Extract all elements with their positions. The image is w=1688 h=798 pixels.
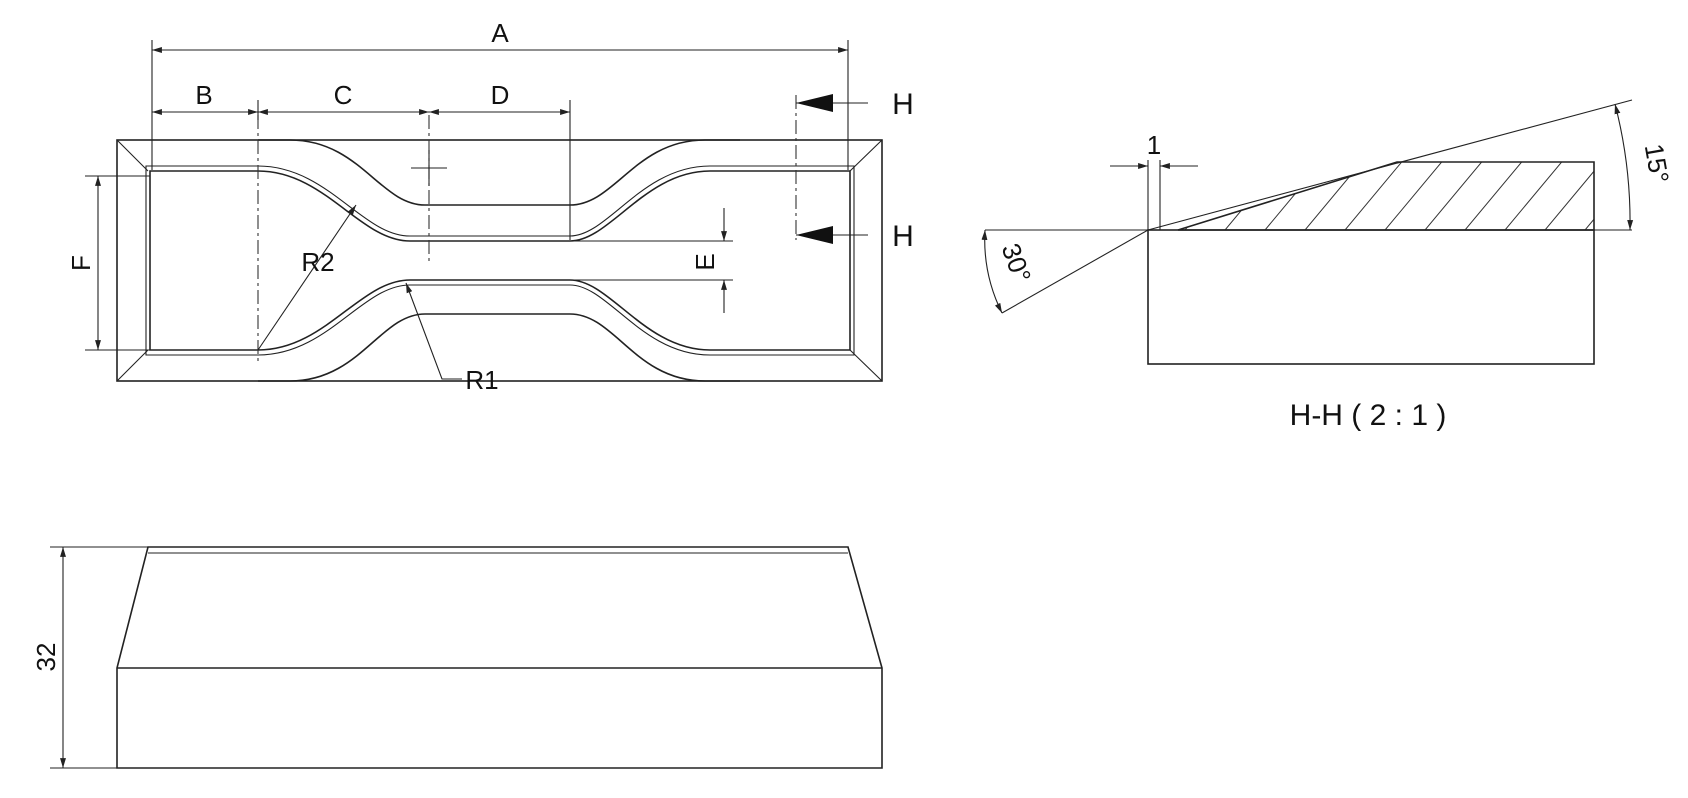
- section-title: H-H ( 2 : 1 ): [1290, 399, 1447, 432]
- section-mark-h-top: H: [892, 88, 914, 121]
- angle-label-30: 30°: [996, 239, 1038, 286]
- front-profile: [116, 546, 883, 769]
- section-hatch: [1178, 162, 1594, 230]
- radius-label-r2: R2: [301, 247, 334, 277]
- section-arrow-top: [796, 94, 833, 112]
- dimension-label-height: 32: [31, 643, 61, 672]
- inner-cavity-outline: [149, 170, 851, 351]
- dimension-label-c: C: [334, 80, 353, 110]
- dimension-label-e: E: [690, 253, 720, 270]
- section-arrow-bottom: [796, 226, 833, 244]
- front-view: 32: [31, 546, 883, 769]
- dimension-label-b: B: [195, 80, 212, 110]
- dimension-label-f: F: [66, 255, 96, 271]
- angle-arc-15: [1614, 103, 1634, 231]
- radius-leader-r1: [405, 282, 462, 380]
- chamfer-line: [849, 139, 883, 172]
- outer-block-outline: [116, 139, 883, 382]
- section-block: [1147, 229, 1595, 365]
- dimension-label-width: 1: [1147, 130, 1161, 160]
- chamfer-line: [116, 139, 149, 172]
- chamfer-line: [116, 349, 149, 382]
- radius-label-r1: R1: [465, 365, 498, 395]
- outer-dogbone-lower: [258, 313, 740, 382]
- section-mark-h-bottom: H: [892, 220, 914, 253]
- inner-cavity-offset: [145, 165, 855, 356]
- section-view: 1 30° 15° H-H ( 2 : 1 ): [981, 99, 1675, 432]
- outer-dogbone-upper: [258, 139, 740, 206]
- top-view: A B C D F E R2 R1 H H: [66, 18, 914, 395]
- angle-label-15: 15°: [1639, 141, 1675, 185]
- radius-leader-r2: [257, 204, 357, 351]
- angle-arc-30: [981, 229, 1003, 314]
- chamfer-line: [849, 349, 883, 382]
- dimension-label-a: A: [491, 18, 509, 48]
- dimension-label-d: D: [491, 80, 510, 110]
- section-profile: [1177, 161, 1595, 231]
